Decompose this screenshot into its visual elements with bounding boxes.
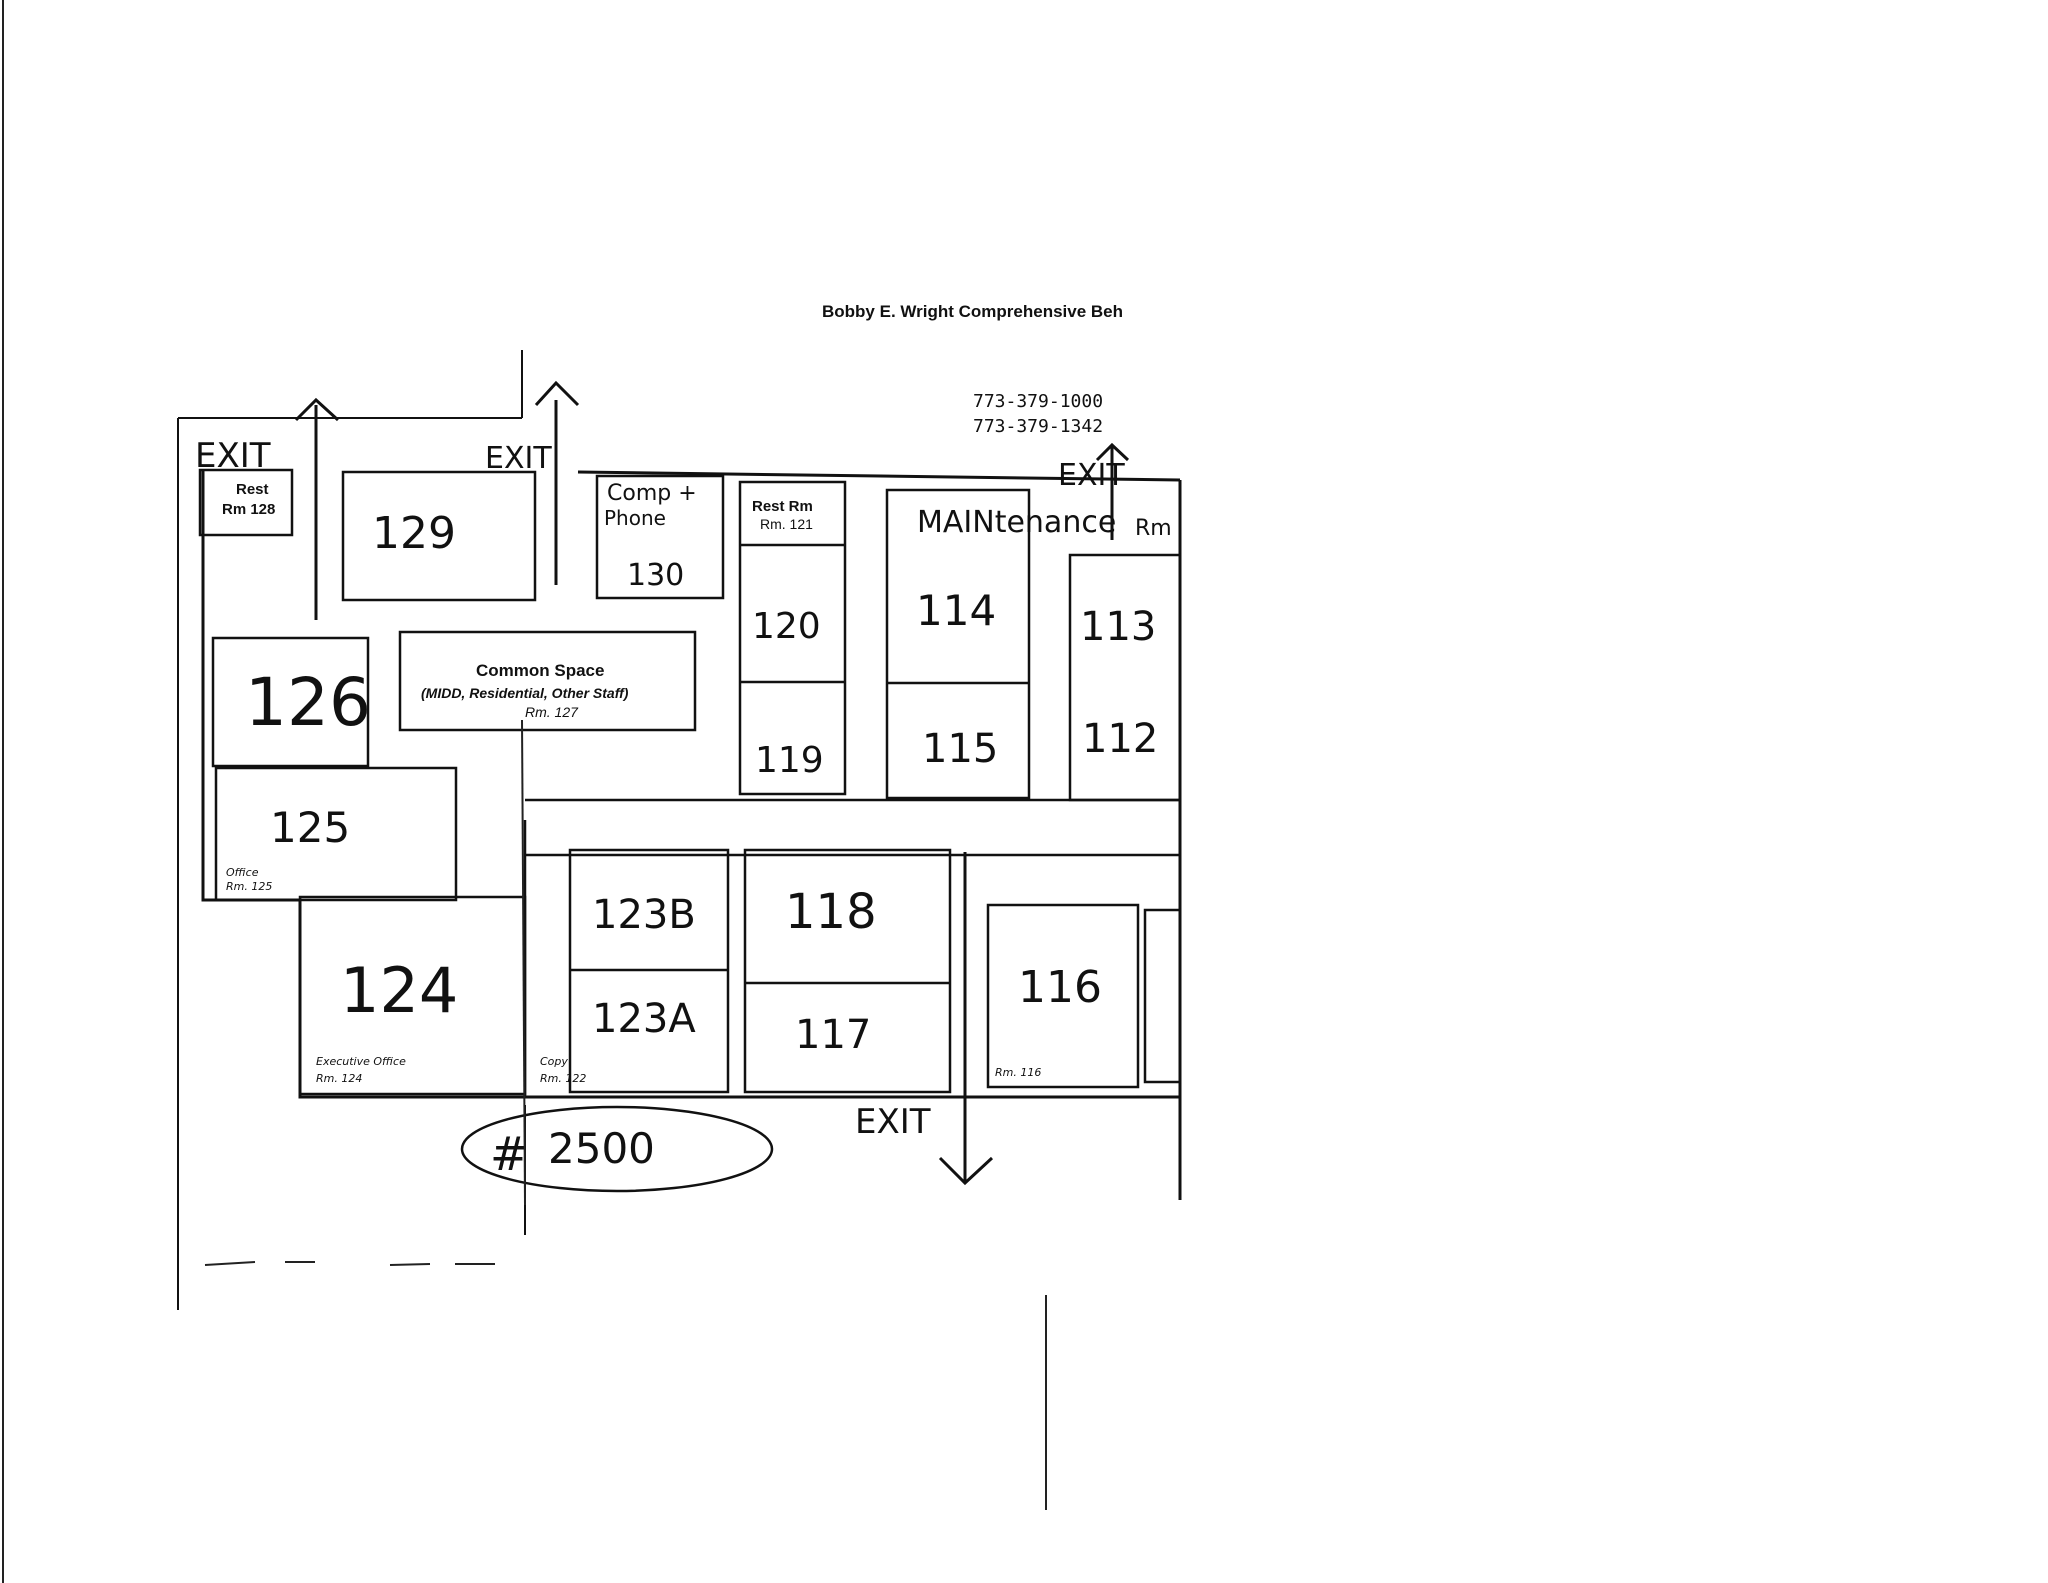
room-116-note: Rm. 116 <box>995 1066 1041 1079</box>
facility-title: Bobby E. Wright Comprehensive Beh <box>822 302 1123 321</box>
room-boxes <box>198 468 1182 1096</box>
room-129-label: 129 <box>372 508 456 559</box>
exit-label-top-center: EXIT <box>485 441 552 476</box>
room-124-note-1: Executive Office <box>316 1055 406 1068</box>
room-125-note-1: Office <box>226 866 259 879</box>
room-112-label: 112 <box>1082 716 1158 762</box>
room-118-label: 118 <box>785 884 877 940</box>
room-123b-label: 123B <box>592 892 696 938</box>
room-right-top-label: Rm <box>1135 516 1172 541</box>
room-128-label-1: Rest <box>236 481 269 498</box>
room-130-box <box>595 474 725 600</box>
room-120-label: 120 <box>752 606 821 647</box>
common-space-label-2: (MIDD, Residential, Other Staff) <box>421 685 629 701</box>
room-114-115-box <box>885 488 1031 800</box>
common-space-label-3: Rm. 127 <box>525 704 579 720</box>
room-119-label: 119 <box>755 740 824 781</box>
phone-number-1: 773-379-1000 <box>973 391 1103 412</box>
room-right-edge-box <box>1143 908 1182 1084</box>
exit-label-bottom: EXIT <box>855 1102 931 1142</box>
exit-arrow-left-head <box>294 397 340 422</box>
room-121-box <box>738 480 847 796</box>
room-128-label-2: Rm 128 <box>222 501 275 518</box>
room-115-label: 115 <box>922 726 998 772</box>
copy-room-note-2: Rm. 122 <box>540 1072 586 1085</box>
room-124-note-2: Rm. 124 <box>316 1072 362 1085</box>
scan-marks <box>204 719 1047 1510</box>
room-125-note-2: Rm. 125 <box>226 880 272 893</box>
room-labels: Rest Rm 128 129 Comp + Phone 130 Rest Rm… <box>222 481 1172 1085</box>
annotation-circle <box>460 1105 774 1193</box>
room-125-label: 125 <box>270 803 350 852</box>
room-126-label: 126 <box>245 664 371 741</box>
exit-arrow-bottom-head <box>938 1156 994 1186</box>
room-117-118-box <box>743 848 952 1094</box>
room-114-label: 114 <box>916 586 996 635</box>
copy-room-note-1: Copy <box>540 1055 568 1068</box>
outer-wall-top <box>577 470 1181 482</box>
room-123a-label: 123A <box>592 996 696 1042</box>
room-130-label-1: Comp + <box>607 481 697 506</box>
dashed-line-marks <box>204 1261 495 1266</box>
room-125-box <box>214 766 458 902</box>
common-space-box <box>398 630 697 732</box>
maintenance-label: MAINtenance <box>917 505 1116 540</box>
room-126-box <box>211 636 370 768</box>
exit-arrow-right-head <box>1095 442 1130 462</box>
room-129-box <box>341 470 537 602</box>
room-128-box <box>198 468 294 537</box>
annotation-amount: 2500 <box>548 1124 655 1173</box>
room-116-box <box>986 903 1140 1089</box>
exit-arrows <box>294 380 1130 1186</box>
common-space-label-1: Common Space <box>476 661 604 680</box>
room-113-label: 113 <box>1080 604 1156 650</box>
phone-number-2: 773-379-1342 <box>973 416 1103 437</box>
room-117-label: 117 <box>795 1012 871 1058</box>
room-112-113-box <box>1068 553 1182 802</box>
annotation-symbol: # <box>490 1127 529 1181</box>
exit-arrow-center-head <box>534 380 580 407</box>
room-130-number: 130 <box>627 558 684 593</box>
room-130-label-2: Phone <box>604 506 666 530</box>
room-121-label-1: Rest Rm <box>752 498 813 515</box>
vertical-guide-line <box>521 719 526 1206</box>
exit-label-top-right: EXIT <box>1058 458 1125 493</box>
room-124-box <box>298 895 527 1096</box>
room-116-label: 116 <box>1018 962 1102 1013</box>
room-124-label: 124 <box>340 954 458 1027</box>
room-121-label-2: Rm. 121 <box>760 516 813 532</box>
